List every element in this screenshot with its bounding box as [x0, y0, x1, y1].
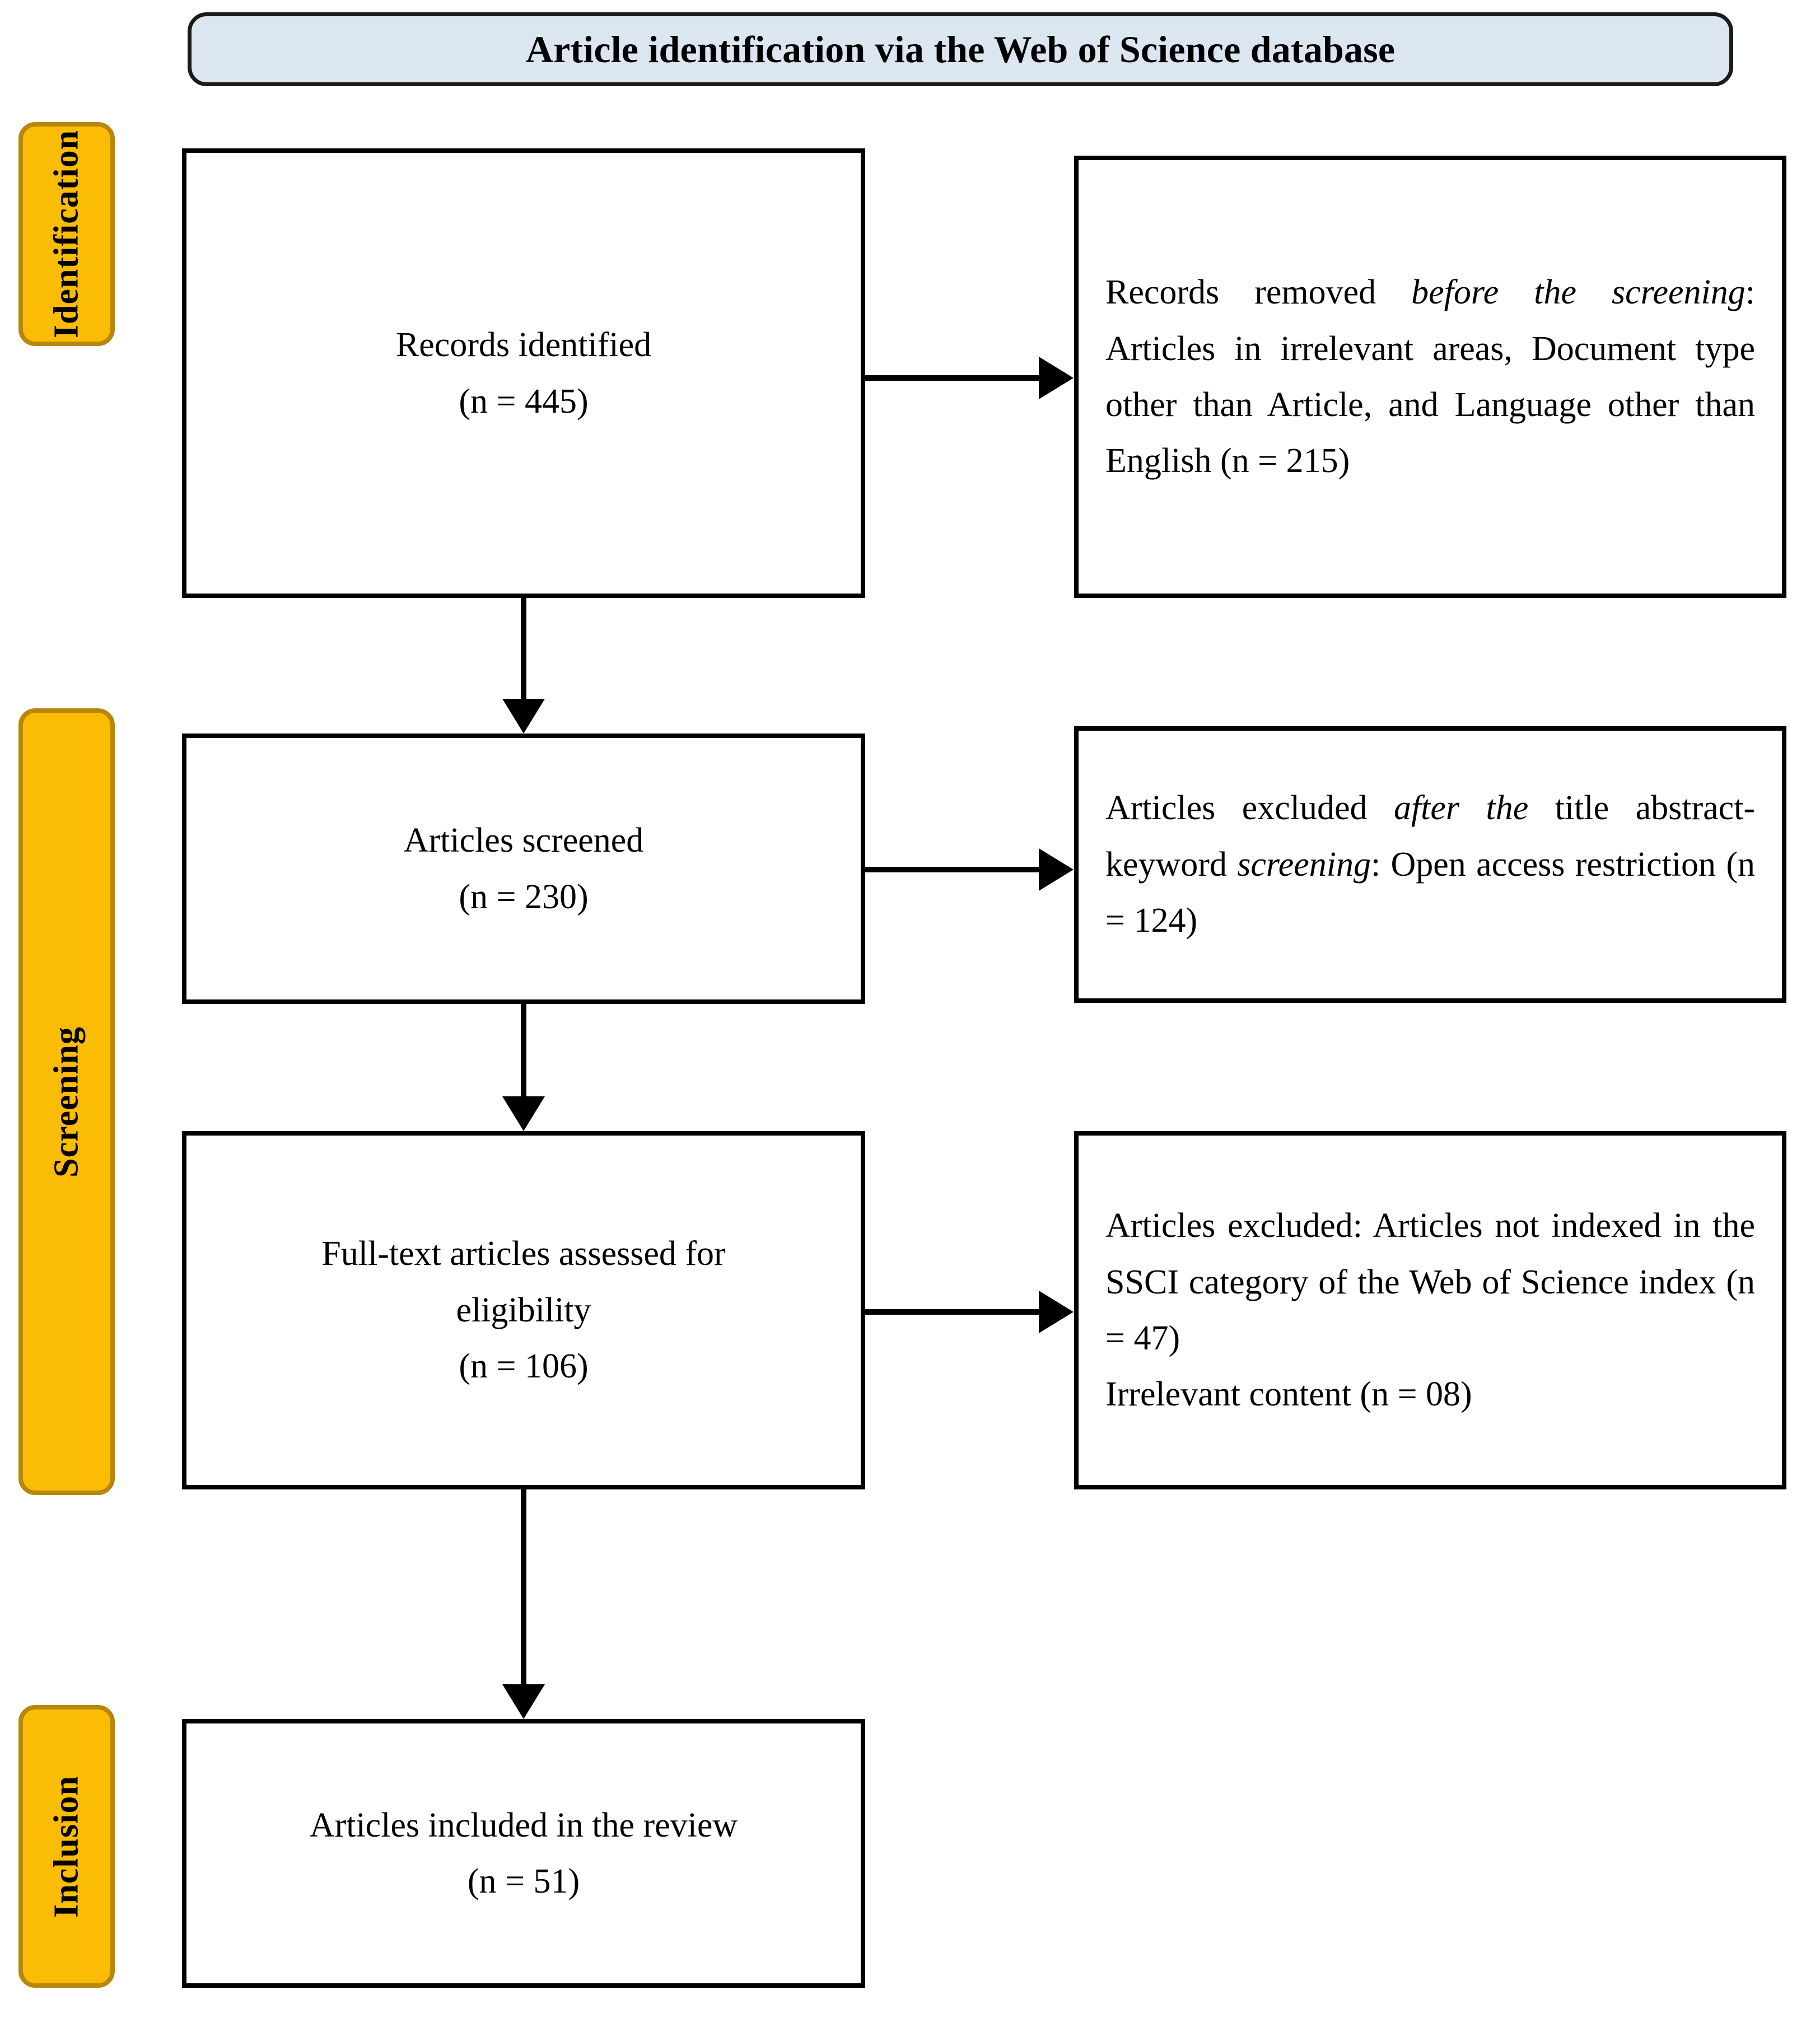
box-records-identified-line1: Records identified	[395, 326, 652, 365]
box-articles-excluded-screening: Articles excluded after the title abstra…	[1074, 726, 1786, 1003]
arrow-down-icon	[502, 1684, 545, 1719]
diagram-header-banner: Article identification via the Web of Sc…	[188, 12, 1733, 86]
box-articles-excluded-eligibility: Articles excluded: Articles not indexed …	[1074, 1131, 1786, 1489]
arrow-right-icon	[1039, 357, 1074, 399]
excl-screen-italic-1: after the	[1393, 789, 1529, 828]
stage-tab-identification-label: Identification	[47, 129, 86, 339]
excl-screen-mid: title abstract-keyword	[1105, 789, 1755, 884]
connector-screened-to-excluded-line	[865, 867, 1044, 872]
stage-tab-screening-label: Screening	[47, 1026, 86, 1178]
diagram-title: Article identification via the Web of Sc…	[525, 27, 1396, 71]
removed-suffix: : Articles in irrelevant areas, Document…	[1105, 273, 1755, 480]
box-articles-excluded-eligibility-line2: Irrelevant content (n = 08)	[1105, 1375, 1472, 1414]
arrow-down-icon	[502, 699, 545, 734]
excl-screen-prefix: Articles excluded	[1105, 789, 1394, 828]
connector-fulltext-to-excluded-line	[865, 1309, 1044, 1315]
excl-screen-suffix: : Open access restriction (n = 124)	[1105, 845, 1755, 940]
connector-screened-to-fulltext-line	[521, 1004, 526, 1096]
box-records-removed: Records removed before the screening: Ar…	[1074, 156, 1786, 598]
box-articles-screened-line1: Articles screened	[403, 821, 644, 860]
removed-prefix: Records removed	[1105, 273, 1412, 312]
box-fulltext-assessed-count: (n = 106)	[459, 1347, 589, 1386]
connector-fulltext-to-included-line	[521, 1489, 526, 1684]
box-articles-included-line1: Articles included in the review	[309, 1806, 738, 1844]
box-articles-included: Articles included in the review (n = 51)	[182, 1719, 865, 1988]
arrow-right-icon	[1039, 848, 1074, 891]
box-articles-excluded-eligibility-line1: Articles excluded: Articles not indexed …	[1105, 1207, 1755, 1357]
arrow-right-icon	[1039, 1291, 1074, 1333]
box-fulltext-assessed-line2: eligibility	[456, 1291, 591, 1329]
box-records-removed-text: Records removed before the screening: Ar…	[1105, 264, 1755, 489]
stage-tab-screening: Screening	[18, 708, 115, 1495]
connector-identified-to-screened-line	[521, 598, 526, 704]
box-articles-screened: Articles screened (n = 230)	[182, 734, 865, 1004]
stage-tab-identification: Identification	[18, 122, 115, 346]
box-fulltext-assessed-line1: Full-text articles assessed for	[321, 1235, 726, 1273]
excl-screen-italic-2: screening	[1237, 845, 1371, 884]
stage-tab-inclusion: Inclusion	[18, 1705, 115, 1988]
box-articles-excluded-screening-text: Articles excluded after the title abstra…	[1105, 780, 1755, 949]
arrow-down-icon	[502, 1096, 545, 1131]
box-records-identified: Records identified (n = 445)	[182, 148, 865, 598]
box-records-identified-count: (n = 445)	[459, 382, 589, 421]
removed-italic-phrase: before the screening	[1411, 273, 1746, 312]
box-fulltext-assessed: Full-text articles assessed for eligibil…	[182, 1131, 865, 1489]
box-articles-screened-count: (n = 230)	[459, 877, 589, 916]
box-articles-included-count: (n = 51)	[467, 1862, 580, 1900]
stage-tab-inclusion-label: Inclusion	[47, 1775, 86, 1918]
connector-identified-to-removed-line	[865, 375, 1044, 381]
